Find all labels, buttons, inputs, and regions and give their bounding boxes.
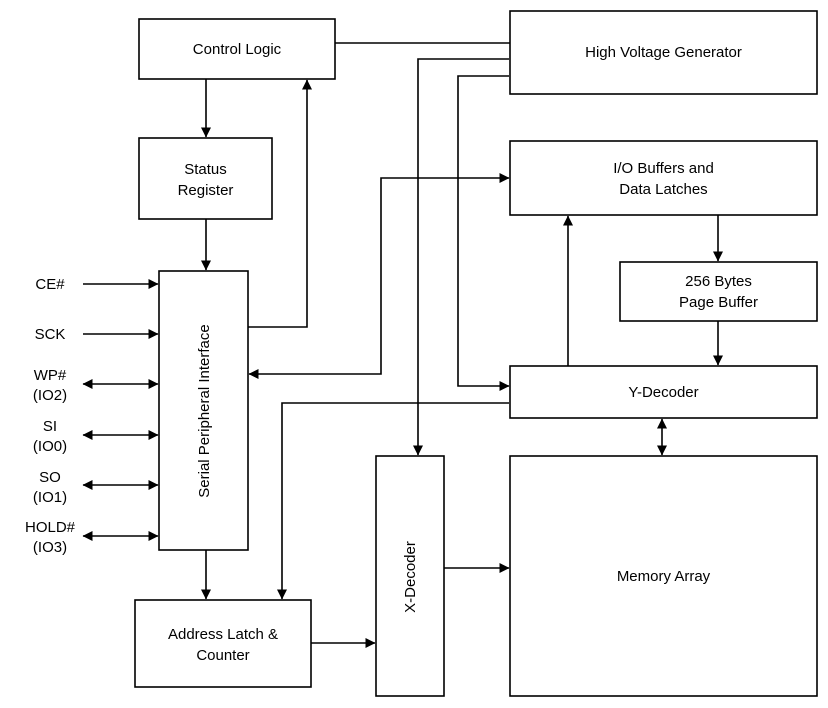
status-register-block: Status Register (138, 137, 273, 220)
page-buffer-block: 256 Bytes Page Buffer (619, 261, 818, 322)
pin-so-io-label: (IO1) (33, 489, 67, 506)
pin-si-label: SI (43, 418, 57, 435)
pin-so-label: SO (39, 469, 61, 486)
y-decoder-block: Y-Decoder (509, 365, 818, 419)
io-buffers-label-line1: I/O Buffers and (613, 160, 714, 177)
address-latch-block: Address Latch & Counter (134, 599, 312, 688)
pin-wp-label: WP# (34, 367, 67, 384)
pin-sck-label: SCK (35, 326, 66, 343)
x-decoder-block: X-Decoder (375, 455, 445, 697)
pin-arrows (82, 279, 159, 541)
pin-hold-label: HOLD# (25, 519, 76, 536)
x-decoder-label: X-Decoder (402, 541, 419, 613)
status-register-label-line1: Status (184, 161, 227, 178)
high-voltage-generator-block: High Voltage Generator (509, 10, 818, 95)
pin-hold-io-label: (IO3) (33, 539, 67, 556)
arrow-hv-to-ydecoder (457, 75, 510, 391)
io-buffers-label-line2: Data Latches (619, 181, 707, 198)
address-latch-label-line2: Counter (196, 647, 249, 664)
pin-ce-label: CE# (35, 276, 65, 293)
pin-si-io-label: (IO0) (33, 438, 67, 455)
arrow-spi-io-buffers-bidir (248, 173, 510, 379)
control-logic-block: Control Logic (138, 18, 336, 80)
io-buffers-block: I/O Buffers and Data Latches (509, 140, 818, 216)
spi-label: Serial Peripheral Interface (196, 324, 213, 497)
spi-block: Serial Peripheral Interface (158, 270, 249, 551)
address-latch-label-line1: Address Latch & (168, 626, 278, 643)
y-decoder-label: Y-Decoder (628, 384, 698, 401)
arrow-ydecoder-to-address (277, 402, 509, 600)
page-buffer-label-line1: 256 Bytes (685, 273, 752, 290)
memory-array-block: Memory Array (509, 455, 818, 697)
page-buffer-label-line2: Page Buffer (679, 294, 758, 311)
control-logic-label: Control Logic (193, 41, 282, 58)
status-register-label-line2: Register (178, 182, 234, 199)
high-voltage-generator-label: High Voltage Generator (585, 44, 742, 61)
connections (201, 42, 723, 648)
arrow-hv-to-xdecoder (413, 58, 509, 456)
memory-array-label: Memory Array (617, 568, 711, 585)
pin-wp-io-label: (IO2) (33, 387, 67, 404)
pin-labels: CE# SCK WP# (IO2) SI (IO0) SO (IO1) HOLD… (25, 276, 76, 556)
